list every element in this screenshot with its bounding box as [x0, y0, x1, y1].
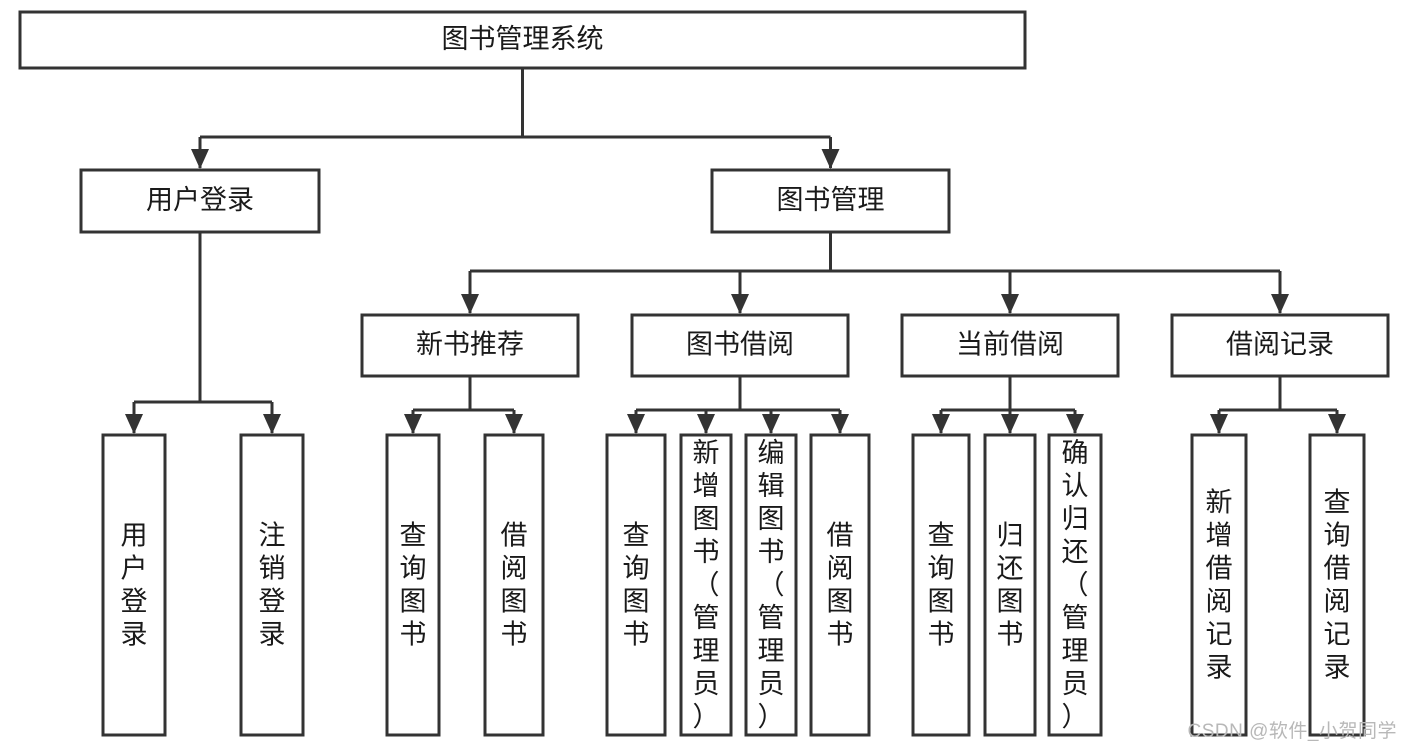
- arrow-head-icon: [1271, 294, 1289, 314]
- root-node-book-management-system-box[interactable]: [18, 10, 1027, 70]
- leaf-node-6[interactable]: 编辑图书（管理员）: [744, 433, 798, 737]
- arrow-head-icon: [932, 414, 950, 434]
- arrow-head-icon: [1328, 414, 1346, 434]
- leaf-node-2-label: 查询图书: [400, 521, 427, 650]
- arrow-head-icon: [191, 149, 209, 169]
- level2-node-2-box[interactable]: [900, 313, 1120, 378]
- arrow-head-icon: [461, 294, 479, 314]
- leaf-node-10[interactable]: 确认归还（管理员）: [1047, 433, 1103, 737]
- leaf-node-0-box[interactable]: [101, 433, 167, 737]
- level2-node-1-label: 图书借阅: [686, 330, 794, 360]
- level2-node-1-box[interactable]: [630, 313, 850, 378]
- leaf-node-3-label: 借阅图书: [501, 521, 528, 650]
- leaf-node-9[interactable]: 归还图书: [983, 433, 1037, 737]
- csdn-watermark: CSDN @软件_小贺同学: [1187, 721, 1397, 742]
- level1-node-1-label: 图书管理: [777, 185, 885, 215]
- arrow-head-icon: [1066, 414, 1084, 434]
- leaf-node-8-label: 查询图书: [928, 521, 955, 650]
- leaf-node-11-box[interactable]: [1190, 433, 1248, 737]
- level2-node-3-box[interactable]: [1170, 313, 1390, 378]
- leaf-node-12-box[interactable]: [1308, 433, 1366, 737]
- connector-lines: [125, 68, 1346, 434]
- arrow-head-icon: [697, 414, 715, 434]
- level1-node-0-box[interactable]: [79, 168, 321, 234]
- leaf-node-6-box[interactable]: [744, 433, 798, 737]
- leaf-node-1-label: 注销登录: [259, 521, 286, 650]
- level1-node-0-label: 用户登录: [146, 185, 254, 215]
- leaf-node-2-box[interactable]: [385, 433, 441, 737]
- arrow-head-icon: [125, 414, 143, 434]
- arrow-head-icon: [627, 414, 645, 434]
- arrow-head-icon: [831, 414, 849, 434]
- level1-node-1-box[interactable]: [710, 168, 951, 234]
- leaf-node-4[interactable]: 查询图书: [605, 433, 667, 737]
- leaf-node-0-label: 用户登录: [121, 521, 148, 650]
- root-node-book-management-system[interactable]: 图书管理系统: [18, 10, 1027, 70]
- leaf-node-0[interactable]: 用户登录: [101, 433, 167, 737]
- arrow-head-icon: [731, 294, 749, 314]
- leaf-node-9-label: 归还图书: [997, 521, 1024, 650]
- level2-node-3[interactable]: 借阅记录: [1170, 313, 1390, 378]
- level2-node-2-label: 当前借阅: [956, 330, 1064, 360]
- leaf-node-1[interactable]: 注销登录: [239, 433, 305, 737]
- leaf-node-9-box[interactable]: [983, 433, 1037, 737]
- leaf-node-7-label: 借阅图书: [827, 521, 854, 650]
- leaf-node-12-label: 查询借阅记录: [1324, 488, 1351, 683]
- leaf-node-8-box[interactable]: [911, 433, 971, 737]
- arrow-head-icon: [404, 414, 422, 434]
- leaf-node-3[interactable]: 借阅图书: [483, 433, 545, 737]
- arrow-head-icon: [505, 414, 523, 434]
- leaf-node-5[interactable]: 新增图书（管理员）: [679, 433, 733, 737]
- level2-node-0[interactable]: 新书推荐: [360, 313, 580, 378]
- level2-node-1[interactable]: 图书借阅: [630, 313, 850, 378]
- level2-node-0-box[interactable]: [360, 313, 580, 378]
- leaf-node-2[interactable]: 查询图书: [385, 433, 441, 737]
- leaf-node-1-box[interactable]: [239, 433, 305, 737]
- leaf-node-10-box[interactable]: [1047, 433, 1103, 737]
- arrow-head-icon: [821, 149, 840, 169]
- level2-node-3-label: 借阅记录: [1226, 330, 1334, 360]
- leaf-node-10-label: 确认归还（管理员）: [1062, 438, 1089, 732]
- leaf-node-4-label: 查询图书: [623, 521, 650, 650]
- level2-node-0-label: 新书推荐: [416, 330, 524, 360]
- leaf-node-8[interactable]: 查询图书: [911, 433, 971, 737]
- level1-node-0[interactable]: 用户登录: [79, 168, 321, 234]
- arrow-head-icon: [263, 414, 281, 434]
- leaf-node-7[interactable]: 借阅图书: [809, 433, 871, 737]
- level1-node-1[interactable]: 图书管理: [710, 168, 951, 234]
- leaf-node-11[interactable]: 新增借阅记录: [1190, 433, 1248, 737]
- node-boxes: 图书管理系统用户登录图书管理新书推荐图书借阅当前借阅借阅记录用户登录注销登录查询…: [18, 10, 1390, 737]
- arrow-head-icon: [1210, 414, 1228, 434]
- leaf-node-3-box[interactable]: [483, 433, 545, 737]
- root-node-book-management-system-label: 图书管理系统: [442, 24, 604, 54]
- leaf-node-5-box[interactable]: [679, 433, 733, 737]
- arrow-head-icon: [762, 414, 780, 434]
- leaf-node-12[interactable]: 查询借阅记录: [1308, 433, 1366, 737]
- level2-node-2[interactable]: 当前借阅: [900, 313, 1120, 378]
- leaf-node-6-label: 编辑图书（管理员）: [758, 438, 785, 732]
- leaf-node-4-box[interactable]: [605, 433, 667, 737]
- arrow-head-icon: [1001, 414, 1019, 434]
- leaf-node-7-box[interactable]: [809, 433, 871, 737]
- leaf-node-5-label: 新增图书（管理员）: [693, 438, 720, 732]
- arrow-head-icon: [1001, 294, 1019, 314]
- leaf-node-11-label: 新增借阅记录: [1206, 488, 1233, 683]
